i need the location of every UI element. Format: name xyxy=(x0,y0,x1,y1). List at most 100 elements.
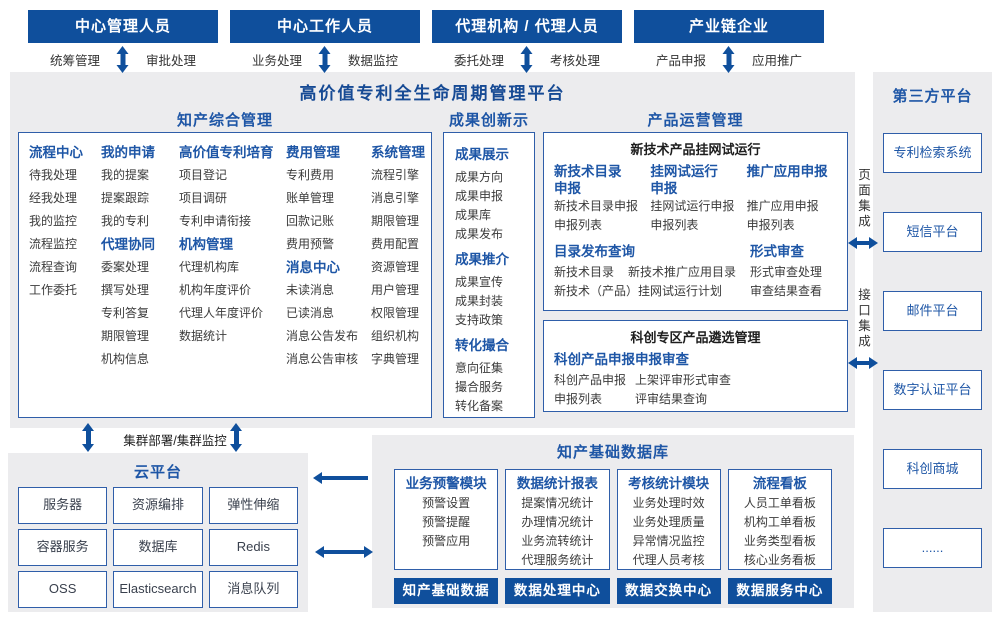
db-module-header: 数据统计报表 xyxy=(516,476,598,491)
feature-item: 业务处理质量 xyxy=(632,515,705,529)
db-center-bar: 知产基础数据 xyxy=(394,578,499,604)
feature-group: 挂网试运行 申报 挂网试运行申报申报列表 xyxy=(650,163,740,235)
horizontal-double-arrow-icon xyxy=(848,357,878,369)
feature-group-items: 上架评审形式审查评审结果查询 xyxy=(635,371,837,409)
menu-item: 组织机构 xyxy=(371,329,420,343)
feature-item: 申报列表 xyxy=(746,218,795,232)
feature-item: 业务类型看板 xyxy=(743,534,816,548)
vertical-double-arrow-icon xyxy=(116,46,130,73)
menu-item: 已读消息 xyxy=(286,306,335,320)
catalog-query-group: 目录发布查询 新技术目录新技术推广应用目录新技术（产品）挂网试运行计划 xyxy=(554,243,750,301)
api-integration-label: 接口集成 xyxy=(856,288,870,350)
role-action-left: 产品申报 xyxy=(655,53,706,68)
db-module-items: 业务处理时效业务处理质量异常情况监控代理人员考核 xyxy=(618,494,720,570)
online-trial-groups: 新技术目录 申报 新技术目录申报申报列表 挂网试运行 申报 挂网试运行申报申报列… xyxy=(554,163,837,235)
menu-item: 流程监控 xyxy=(29,237,78,251)
feature-item: 上架评审形式审查 xyxy=(635,373,732,387)
role-group: 产业链企业 产品申报 应用推广 xyxy=(634,10,824,73)
feature-item: 挂网试运行申报 xyxy=(650,199,735,213)
feature-group-items: 挂网试运行申报申报列表 xyxy=(650,197,740,235)
vertical-double-arrow-icon xyxy=(318,46,332,73)
top-roles-row: 中心管理人员 统筹管理 审批处理 中心工作人员 业务处理 数据监控 代理机构 /… xyxy=(28,10,824,73)
feature-item: 代理人员考核 xyxy=(632,553,705,567)
role-group: 中心管理人员 统筹管理 审批处理 xyxy=(28,10,218,73)
feature-item: 代理服务统计 xyxy=(521,553,594,567)
menu-item: 消息公告审核 xyxy=(286,352,359,366)
feature-group-items: 新技术目录申报申报列表 xyxy=(554,197,644,235)
menu-item: 委案处理 xyxy=(101,260,150,274)
feature-group-header: 推广应用申报 xyxy=(746,164,828,179)
db-module-items: 提案情况统计办理情况统计业务流转统计代理服务统计 xyxy=(506,494,608,570)
role-action-left: 业务处理 xyxy=(251,53,302,68)
feature-group-items: 科创产品申报申报列表 xyxy=(554,371,635,409)
menu-item: 回款记账 xyxy=(286,214,335,228)
feature-item: 申报列表 xyxy=(650,218,699,232)
achievement-box: 成果展示成果方向成果申报成果库成果发布成果推介成果宣传成果封装支持政策转化撮合意… xyxy=(443,132,535,418)
feature-group-items: 新技术目录新技术推广应用目录新技术（产品）挂网试运行计划 xyxy=(554,263,750,301)
menu-item: 经我处理 xyxy=(29,191,78,205)
sci-selection-groups: 科创产品申报 科创产品申报申报列表 申报审查 上架评审形式审查评审结果查询 xyxy=(554,351,837,409)
feature-item: 业务流转统计 xyxy=(521,534,594,548)
cloud-service: 弹性伸缩 xyxy=(208,487,298,524)
db-module-items: 预警设置预警提醒预警应用 xyxy=(395,494,497,551)
menu-item: 转化备案 xyxy=(455,399,504,413)
menu-item: 流程中心 xyxy=(29,145,83,160)
menu-item: 消息引擎 xyxy=(371,191,420,205)
platform-panel: 高价值专利全生命周期管理平台 知产综合管理 流程中心待我处理经我处理我的监控流程… xyxy=(10,72,855,428)
feature-group-header: 目录发布查询 xyxy=(554,244,635,259)
feature-group-header: 科创产品申报 xyxy=(554,352,635,367)
menu-item: 费用预警 xyxy=(286,237,335,251)
knowledge-db-panel: 知产基础数据库 业务预警模块 预警设置预警提醒预警应用 数据统计报表 提案情况统… xyxy=(372,435,854,608)
ip-mgmt-box: 流程中心待我处理经我处理我的监控流程监控流程查询工作委托 我的申请我的提案提案跟… xyxy=(18,132,432,418)
feature-item: 新技术（产品）挂网试运行计划 xyxy=(554,284,723,298)
menu-item: 代理协同 xyxy=(101,237,155,252)
menu-item: 工作委托 xyxy=(29,283,78,297)
role-actions: 统筹管理 审批处理 xyxy=(28,47,218,71)
menu-column-process-center: 流程中心待我处理经我处理我的监控流程监控流程查询工作委托 xyxy=(29,141,101,417)
feature-group-header: 申报审查 xyxy=(635,352,689,367)
menu-column-fee-mgmt: 费用管理专利费用账单管理回款记账费用预警消息中心未读消息已读消息消息公告发布消息… xyxy=(286,141,371,417)
feature-item: 机构工单看板 xyxy=(743,515,816,529)
page-integration-label: 页面集成 xyxy=(856,168,870,230)
feature-item: 形式审查处理 xyxy=(750,265,823,279)
menu-item: 高价值专利培育 xyxy=(179,145,274,160)
third-party-system: 专利检索系统 xyxy=(883,133,982,173)
role-action-right: 审批处理 xyxy=(146,53,197,68)
menu-item: 专利申请衔接 xyxy=(179,214,252,228)
menu-item: 撮合服务 xyxy=(455,380,504,394)
feature-group-items: 推广应用申报申报列表 xyxy=(747,197,837,235)
feature-item: 新技术目录申报 xyxy=(554,199,639,213)
feature-item: 预警应用 xyxy=(422,534,471,548)
cloud-title: 云平台 xyxy=(133,464,182,481)
role-title-bar: 代理机构 / 代理人员 xyxy=(432,10,622,43)
menu-item: 消息公告发布 xyxy=(286,329,359,343)
cloud-service: 数据库 xyxy=(113,529,203,566)
feature-item: 推广应用申报 xyxy=(746,199,819,213)
cloud-service: 服务器 xyxy=(18,487,108,524)
menu-item: 支持政策 xyxy=(455,313,504,327)
cloud-service: 容器服务 xyxy=(18,529,108,566)
role-actions: 产品申报 应用推广 xyxy=(634,47,824,71)
third-party-system: 邮件平台 xyxy=(883,291,982,331)
menu-item: 项目登记 xyxy=(179,168,228,182)
third-party-panel: 第三方平台 专利检索系统短信平台邮件平台数字认证平台科创商城...... xyxy=(873,72,992,612)
menu-item: 成果发布 xyxy=(455,227,504,241)
feature-group-header: 形式审查 xyxy=(750,244,804,259)
menu-item: 提案跟踪 xyxy=(101,191,150,205)
db-module: 流程看板 人员工单看板机构工单看板业务类型看板核心业务看板 xyxy=(727,469,832,570)
menu-item: 专利答复 xyxy=(101,306,150,320)
left-arrow-icon xyxy=(313,472,368,484)
role-action-right: 应用推广 xyxy=(752,53,803,68)
role-group: 中心工作人员 业务处理 数据监控 xyxy=(230,10,420,73)
feature-item: 新技术推广应用目录 xyxy=(628,265,737,279)
feature-item: 人员工单看板 xyxy=(743,496,816,510)
menu-column-patent-cultivation: 高价值专利培育项目登记项目调研专利申请衔接机构管理代理机构库机构年度评价代理人年… xyxy=(179,141,286,417)
cloud-service: Redis xyxy=(208,529,298,566)
menu-item: 成果申报 xyxy=(455,189,504,203)
menu-item: 消息中心 xyxy=(286,260,340,275)
sci-selection-box: 科创专区产品遴选管理 科创产品申报 科创产品申报申报列表 申报审查 上架评审形式… xyxy=(543,320,848,412)
role-group: 代理机构 / 代理人员 委托处理 考核处理 xyxy=(432,10,622,73)
